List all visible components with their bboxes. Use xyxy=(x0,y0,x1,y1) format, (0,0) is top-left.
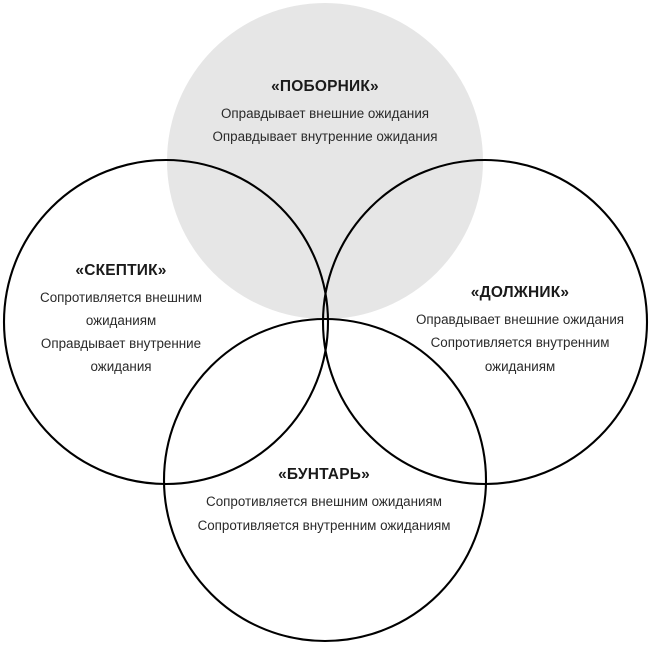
label-title-poborník: «ПОБОРНИК» xyxy=(271,78,379,95)
label-line-dolzhnik-3: ожиданиям xyxy=(484,358,556,374)
label-line-poborník-2: Оправдывает внутренние ожидания xyxy=(212,129,438,145)
label-line-buntar-2: Сопротивляется внутренним ожиданиям xyxy=(197,517,451,533)
label-line-skeptik-2: ожиданиям xyxy=(85,313,157,329)
label-title-dolzhnik: «ДОЛЖНИК» xyxy=(470,284,570,301)
label-line-buntar-1: Сопротивляется внешним ожиданиям xyxy=(206,494,442,510)
circle-skeptik-outline xyxy=(2,158,330,486)
label-line-poborník-1: Оправдывает внешние ожидания xyxy=(220,106,430,122)
label-line-skeptik-1: Сопротивляется внешним xyxy=(40,290,202,306)
label-lines-skeptik: Сопротивляется внешним ожиданиям Оправды… xyxy=(10,286,232,378)
circle-buntar-outline xyxy=(162,317,488,643)
label-block-buntar: «БУНТАРЬ» Сопротивляется внешним ожидани… xyxy=(178,466,470,537)
label-line-skeptik-3: Оправдывает внутренние xyxy=(40,336,202,352)
label-line-skeptik-4: ожидания xyxy=(90,359,152,375)
label-lines-poborník: Оправдывает внешние ожидания Оправдывает… xyxy=(175,102,475,148)
label-block-dolzhnik: «ДОЛЖНИК» Оправдывает внешние ожидания С… xyxy=(400,284,640,378)
label-title-buntar: «БУНТАРЬ» xyxy=(278,466,370,483)
label-title-skeptik: «СКЕПТИК» xyxy=(75,262,167,279)
label-line-dolzhnik-2: Сопротивляется внутренним xyxy=(430,335,610,351)
label-lines-dolzhnik: Оправдывает внешние ожидания Сопротивляе… xyxy=(400,308,640,378)
circle-poborník-fill xyxy=(167,3,483,319)
label-line-dolzhnik-1: Оправдывает внешние ожидания xyxy=(415,312,625,328)
label-block-poborník: «ПОБОРНИК» Оправдывает внешние ожидания … xyxy=(175,78,475,148)
label-block-skeptik: «СКЕПТИК» Сопротивляется внешним ожидани… xyxy=(10,262,232,378)
label-lines-buntar: Сопротивляется внешним ожиданиям Сопроти… xyxy=(178,490,470,537)
